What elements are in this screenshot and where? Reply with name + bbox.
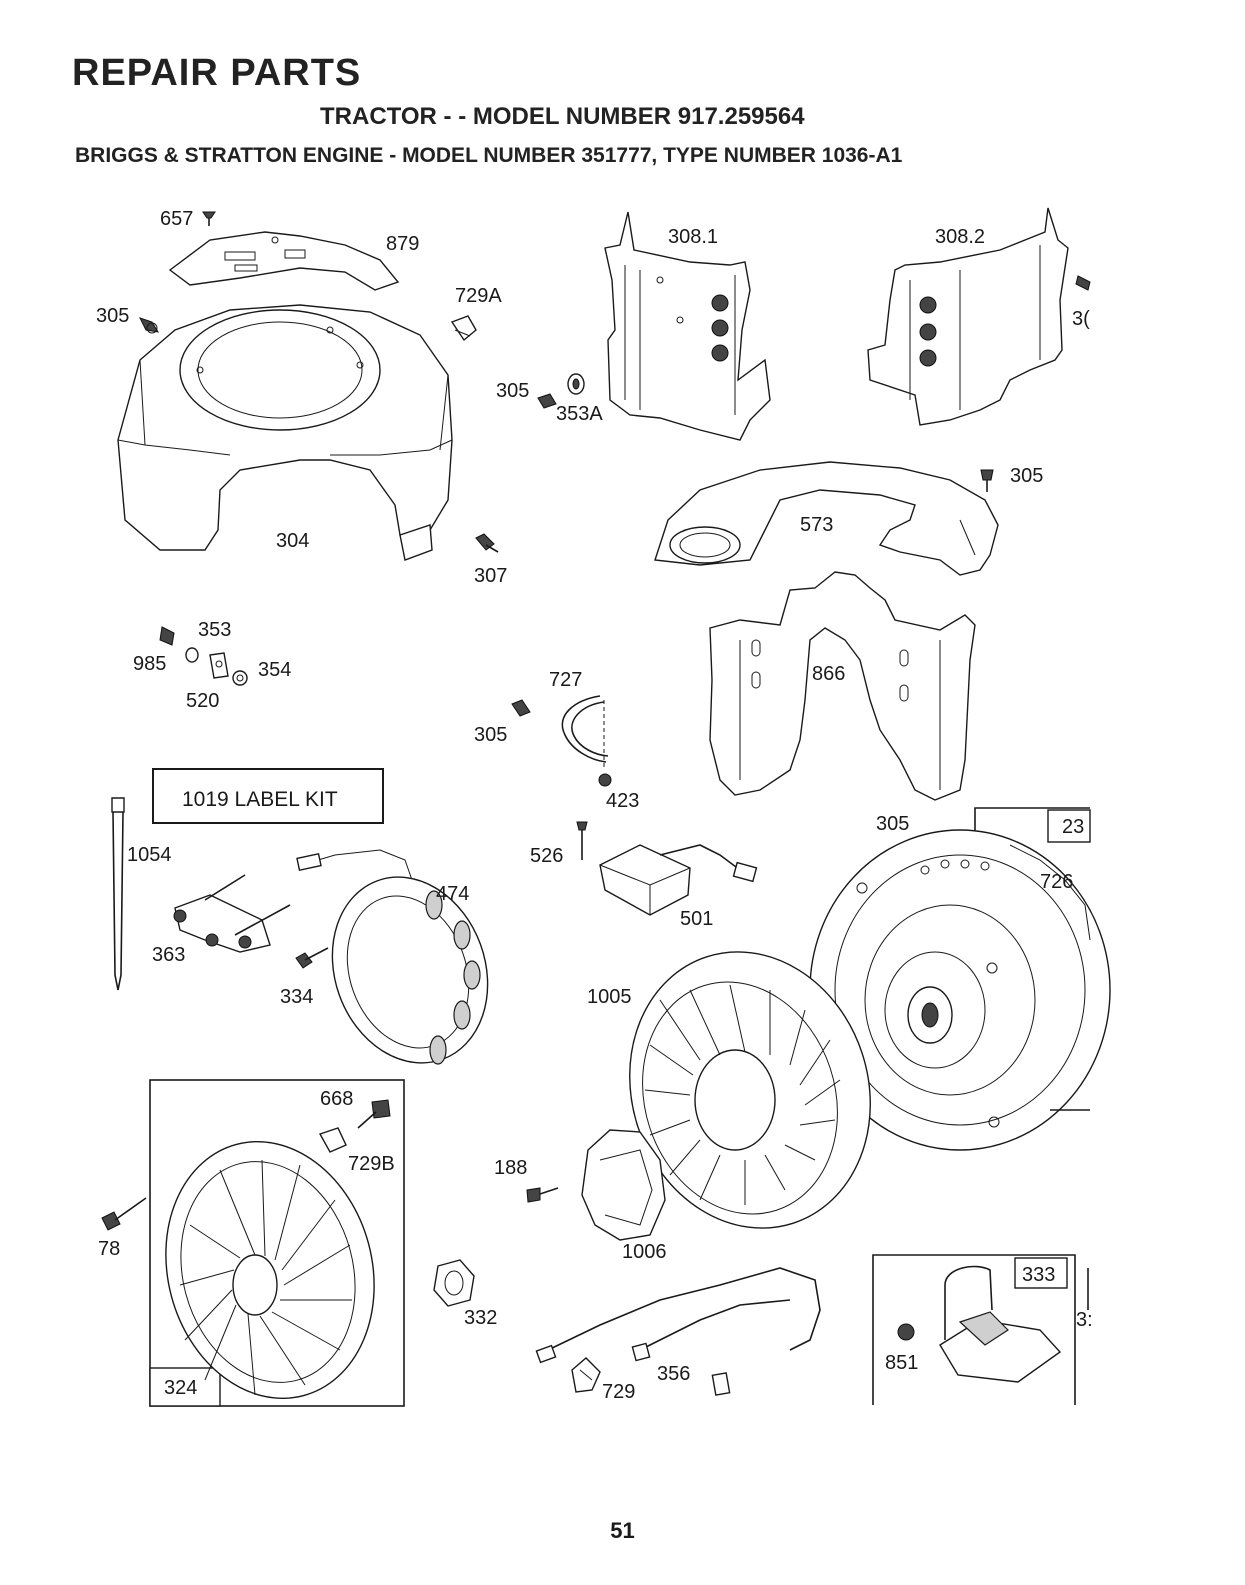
label-3b: 3: — [1076, 1309, 1093, 1331]
label-333: 333 — [1022, 1264, 1055, 1286]
part-729B-clip — [318, 1127, 347, 1153]
part-308-2-bracket — [867, 207, 1069, 426]
part-324-box — [149, 1079, 405, 1407]
label-kit-box — [152, 768, 384, 824]
part-356-wire-harness — [535, 1267, 821, 1396]
label-729: 729 — [602, 1381, 635, 1403]
box-333-frame — [1014, 1257, 1068, 1289]
engine-model-heading: BRIGGS & STRATTON ENGINE - MODEL NUMBER … — [75, 144, 903, 167]
part-879-plate — [168, 231, 400, 291]
label-354: 354 — [258, 659, 291, 681]
box-23-frame — [1047, 809, 1091, 843]
label-526: 526 — [530, 845, 563, 867]
part-729-clip — [571, 1357, 601, 1393]
label-305-e: 305 — [876, 813, 909, 835]
label-332: 332 — [464, 1307, 497, 1329]
label-520: 520 — [186, 690, 219, 712]
label-657: 657 — [160, 208, 193, 230]
part-729A-clip — [450, 315, 477, 342]
part-474-alternator — [296, 849, 489, 1065]
label-474: 474 — [436, 883, 469, 905]
label-363: 363 — [152, 944, 185, 966]
tractor-model-heading: TRACTOR - - MODEL NUMBER 917.259564 — [320, 103, 805, 130]
part-333-box — [872, 1254, 1076, 1405]
part-526-screw — [576, 821, 588, 860]
label-501: 501 — [680, 908, 713, 930]
label-324: 324 — [164, 1377, 197, 1399]
part-305-bolt-b — [980, 469, 994, 492]
label-188: 188 — [494, 1157, 527, 1179]
label-304: 304 — [276, 530, 309, 552]
label-334: 334 — [280, 986, 313, 1008]
label-1054: 1054 — [127, 844, 172, 866]
label-307: 307 — [474, 565, 507, 587]
label-353: 353 — [198, 619, 231, 641]
part-304-blower-housing — [117, 304, 453, 561]
part-332-nut — [433, 1259, 475, 1307]
label-423: 423 — [606, 790, 639, 812]
label-305-b: 305 — [1010, 465, 1043, 487]
part-363-spark-plug-ground — [173, 874, 291, 953]
label-851: 851 — [885, 1352, 918, 1374]
part-657-screw — [202, 211, 216, 226]
label-78: 78 — [98, 1238, 120, 1260]
label-308-2: 308.2 — [935, 226, 985, 248]
part-353A-washer — [567, 373, 585, 395]
label-356: 356 — [657, 1363, 690, 1385]
part-324-rotating-screen — [165, 1140, 375, 1400]
part-985-screw — [159, 626, 175, 646]
part-501-regulator — [599, 844, 758, 916]
label-30x: 3( — [1072, 308, 1090, 330]
part-307-bolt — [475, 533, 499, 553]
label-23: 23 — [1062, 816, 1084, 838]
part-305-bolt-c — [537, 393, 557, 409]
part-423-nut — [598, 773, 612, 787]
label-1006: 1006 — [622, 1241, 667, 1263]
part-1054-cable-tie — [111, 797, 125, 991]
label-726: 726 — [1040, 871, 1073, 893]
label-729A: 729A — [455, 285, 502, 307]
part-726-flywheel — [809, 829, 1111, 1151]
part-334-screw — [295, 947, 329, 969]
label-1005: 1005 — [587, 986, 632, 1008]
part-668-screw — [357, 1099, 391, 1129]
part-305-bolt-a — [139, 317, 159, 334]
page-number: 51 — [610, 1518, 635, 1543]
label-305-c: 305 — [496, 380, 529, 402]
label-729B: 729B — [348, 1153, 395, 1175]
part-78-bolt — [101, 1197, 147, 1231]
label-kit-text: 1019 LABEL KIT — [182, 788, 338, 811]
label-308-1: 308.1 — [668, 226, 718, 248]
part-1005-fan — [629, 951, 871, 1229]
part-520-bracket — [209, 652, 229, 679]
page-title: REPAIR PARTS — [72, 52, 362, 94]
part-308-1-bracket — [604, 211, 771, 441]
label-668: 668 — [320, 1088, 353, 1110]
part-1006-screen-retainer — [581, 1129, 666, 1241]
label-305-a: 305 — [96, 305, 129, 327]
label-353A: 353A — [556, 403, 603, 425]
label-985: 985 — [133, 653, 166, 675]
label-305-d: 305 — [474, 724, 507, 746]
part-188-screw — [526, 1187, 559, 1203]
part-573-air-guide — [654, 461, 999, 576]
label-866: 866 — [812, 663, 845, 685]
part-727-strap — [561, 695, 609, 770]
label-879: 879 — [386, 233, 419, 255]
part-866-baffle — [709, 571, 976, 801]
part-354-nut — [232, 670, 248, 686]
label-727: 727 — [549, 669, 582, 691]
part-851-ignition-module — [897, 1265, 1089, 1383]
box-324-label-frame — [149, 1367, 221, 1407]
part-305-bolt-d — [511, 699, 531, 717]
label-573: 573 — [800, 514, 833, 536]
part-353-washer — [185, 647, 199, 663]
part-30x-bolt — [1075, 275, 1091, 291]
